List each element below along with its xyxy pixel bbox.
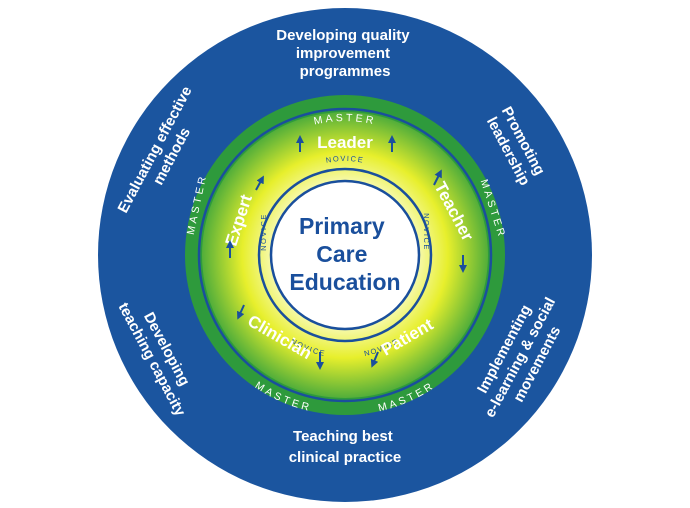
center-line: Care — [316, 241, 367, 267]
progression-arrows — [226, 135, 467, 370]
role-label-leader: Leader — [317, 133, 373, 152]
master-text: MASTER — [313, 112, 375, 127]
center-circle — [269, 179, 421, 331]
center-title: Primary Care Education — [289, 213, 400, 295]
novice-text: NOVICE — [325, 154, 363, 165]
outer-label-quality: Developing quality improvement programme… — [276, 27, 414, 80]
arrow-up-icon — [433, 169, 442, 186]
master-ring-line — [197, 107, 493, 403]
novice-label-right: NOVICE — [422, 213, 431, 251]
novice-label-top: NOVICE — [325, 154, 365, 165]
novice-ring-line-outer — [257, 167, 433, 343]
arrow-up-icon — [255, 175, 264, 191]
outer-label-clinical: Teaching best clinical practice — [289, 428, 402, 466]
novice-text: NOVICE — [259, 213, 268, 251]
novice-label-left: NOVICE — [259, 213, 268, 251]
arrow-down-icon — [370, 351, 379, 368]
center-line: Primary — [299, 213, 385, 239]
master-label-top: MASTER — [313, 112, 378, 127]
center-line: Education — [289, 269, 400, 295]
novice-text: NOVICE — [422, 213, 431, 251]
arrow-left-icon — [237, 304, 245, 320]
